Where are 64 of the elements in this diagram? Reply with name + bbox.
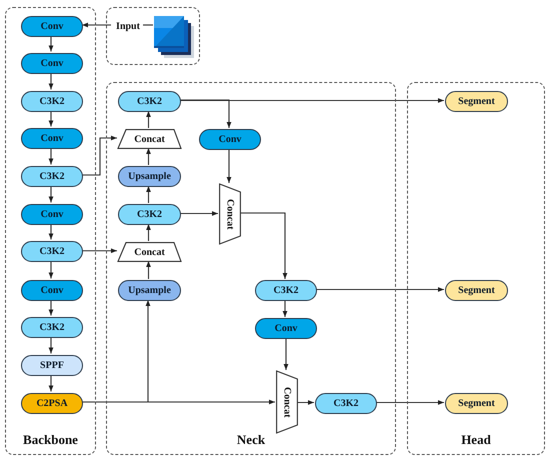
process-block: Upsample: [118, 166, 181, 187]
arrow: [82, 248, 117, 254]
arrow: [146, 224, 151, 241]
trapezoid-block: Concat: [118, 242, 181, 262]
arrow: [82, 400, 275, 404]
process-block: Conv: [21, 52, 83, 74]
group-label: Neck: [236, 432, 266, 448]
process-block: C3K2: [21, 316, 83, 338]
arrow: [146, 261, 151, 279]
arrow: [48, 148, 54, 164]
arrow: [146, 186, 151, 203]
dashed-group-frame: [407, 82, 545, 455]
arrow: [282, 300, 288, 317]
arrow: [48, 300, 54, 316]
arrow: [240, 212, 288, 279]
arrow: [48, 224, 54, 240]
input-label: Input: [112, 18, 144, 34]
process-block: Segment: [445, 393, 508, 414]
process-block: C2PSA: [21, 392, 83, 414]
arrow: [48, 110, 54, 126]
process-block: Upsample: [118, 280, 181, 301]
arrow: [48, 336, 54, 354]
arrow: [146, 111, 151, 128]
arrow: [82, 136, 117, 176]
process-block: Segment: [445, 280, 508, 301]
group-label: Backbone: [22, 432, 79, 448]
arrow: [48, 36, 54, 52]
arrow: [180, 98, 444, 103]
arrow: [284, 338, 288, 370]
arrow: [48, 186, 54, 202]
arrow: [48, 72, 54, 90]
arrow: [146, 148, 151, 165]
arrow: [48, 260, 54, 278]
arrow: [180, 211, 218, 216]
arrow: [48, 374, 54, 392]
arrow: [376, 400, 444, 405]
process-block: C3K2: [118, 204, 181, 225]
process-block: Conv: [255, 318, 317, 339]
dashed-group-frame: [106, 82, 396, 455]
process-block: Conv: [21, 280, 83, 300]
process-block: Conv: [21, 128, 83, 148]
process-block: Conv: [21, 16, 83, 36]
arrow: [180, 99, 232, 128]
arrow: [226, 149, 232, 183]
arrow: [82, 22, 111, 28]
process-block: Conv: [199, 129, 261, 150]
process-block: C3K2: [21, 240, 83, 262]
process-block: C3K2: [21, 90, 83, 112]
process-block: C3K2: [255, 280, 317, 301]
stacked-squares: [154, 16, 194, 58]
dashed-group-frame: [106, 7, 200, 65]
process-block: C3K2: [118, 91, 181, 112]
arrow: [316, 287, 444, 292]
trapezoid-block: Concat: [219, 184, 241, 244]
process-block: Segment: [445, 91, 508, 112]
group-label: Head: [460, 432, 492, 448]
trapezoid-block: Concat: [118, 129, 181, 149]
arrow: [297, 400, 314, 405]
process-block: Conv: [21, 204, 83, 224]
trapezoid-block: Concat: [276, 371, 298, 433]
process-block: C3K2: [21, 166, 83, 186]
process-block: SPPF: [21, 354, 83, 376]
process-block: C3K2: [315, 393, 377, 414]
dashed-group-frame: [5, 7, 96, 455]
